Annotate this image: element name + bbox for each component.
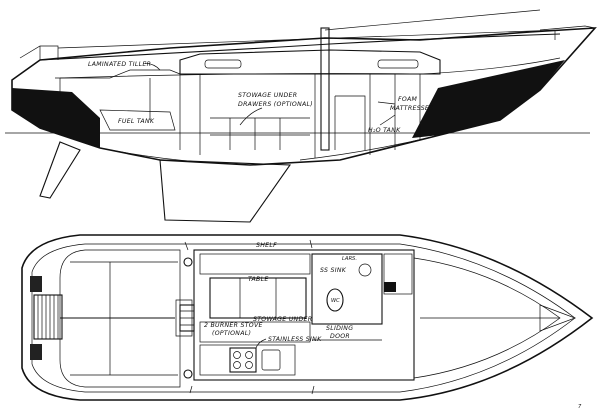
sheer-line — [39, 33, 561, 61]
interior-bulkheads — [179, 74, 421, 158]
label-laminated-tiller: LAMINATED TILLER — [88, 61, 151, 68]
label-wc: WC — [331, 298, 340, 304]
leader-tiller — [144, 62, 161, 71]
rudder — [39, 141, 81, 199]
table — [209, 277, 307, 319]
stern-hatch — [33, 294, 63, 340]
forestay — [324, 9, 541, 31]
lifeline — [57, 29, 561, 49]
stove-burner-4 — [245, 361, 253, 369]
portlight-2 — [377, 59, 419, 69]
plan-labels: SHELF LARS. SS SINK TABLE WC 2 BURNER ST… — [204, 242, 357, 349]
plan-view — [21, 234, 594, 401]
hull-shading — [99, 134, 441, 163]
label-lars: LARS. — [342, 256, 357, 262]
table-leaves — [239, 278, 277, 318]
settee-starboard — [199, 321, 311, 343]
stove-burner-3 — [233, 361, 241, 369]
stern-hatch-grid — [37, 295, 59, 339]
plan-hull-outline — [21, 234, 594, 401]
cockpit-seat — [55, 69, 181, 120]
cockpit-sole — [59, 249, 181, 388]
winch-port — [183, 257, 193, 267]
leader-water — [379, 114, 396, 126]
bow-pulpit — [539, 25, 596, 40]
label-ss-sink: SS SINK — [320, 267, 347, 274]
cabin-outline — [193, 249, 415, 381]
label-foam-2: MATTRESSES — [390, 105, 433, 112]
sliding-door — [312, 323, 382, 341]
stove-burner-1 — [233, 351, 241, 359]
label-fuel-tank: FUEL TANK — [118, 118, 155, 125]
label-stowage-under: STOWAGE UNDER — [253, 316, 312, 323]
profile-labels: LAMINATED TILLER FUEL TANK STOWAGE UNDER… — [88, 61, 433, 134]
profile-view — [5, 9, 597, 223]
toilet — [326, 288, 344, 312]
label-table: TABLE — [248, 276, 269, 283]
interior-cabinets — [210, 95, 366, 150]
leader-foam — [377, 101, 396, 105]
stove-burner-2 — [245, 351, 253, 359]
galley-sink — [261, 349, 281, 371]
leader-stainless-sink — [255, 338, 267, 349]
label-foam-1: FOAM — [398, 96, 418, 103]
stern-boot-stripe — [12, 88, 100, 148]
head-compartment — [311, 253, 383, 325]
chainplates — [184, 239, 315, 395]
label-water-tank: H₂O TANK — [368, 127, 401, 134]
stern-deck-dark — [30, 276, 42, 292]
bow-boot-stripe — [412, 60, 565, 138]
head-sink — [358, 263, 372, 277]
stern-deck-dark-2 — [30, 344, 42, 360]
settee-port — [199, 253, 311, 275]
mast — [320, 27, 330, 151]
leader-stowage — [239, 107, 263, 126]
label-stowage-1: STOWAGE UNDER — [238, 92, 297, 99]
winch-starboard — [183, 369, 193, 379]
label-sliding-2: DOOR — [330, 333, 350, 340]
hanging-locker-dark — [384, 282, 396, 292]
cabin-house — [179, 49, 441, 75]
keel — [159, 159, 292, 223]
label-stainless-sink: STAINLESS SINK — [268, 336, 322, 343]
fuel-tank-outline — [99, 109, 176, 131]
label-stove-2: (OPTIONAL) — [212, 330, 251, 337]
label-sliding-1: SLIDING — [326, 325, 353, 332]
label-stove-1: 2 BURNER STOVE — [204, 322, 263, 329]
stove — [229, 347, 257, 373]
portlight-1 — [204, 59, 242, 69]
anchor-locker — [539, 304, 577, 332]
page-number: 7 — [578, 404, 582, 410]
hanging-locker — [383, 253, 413, 295]
label-shelf: SHELF — [256, 242, 277, 249]
stern-pulpit — [19, 45, 59, 60]
galley-counter — [199, 344, 296, 376]
label-stowage-2: DRAWERS (OPTIONAL) — [238, 101, 313, 108]
cockpit-fittings — [175, 299, 193, 337]
